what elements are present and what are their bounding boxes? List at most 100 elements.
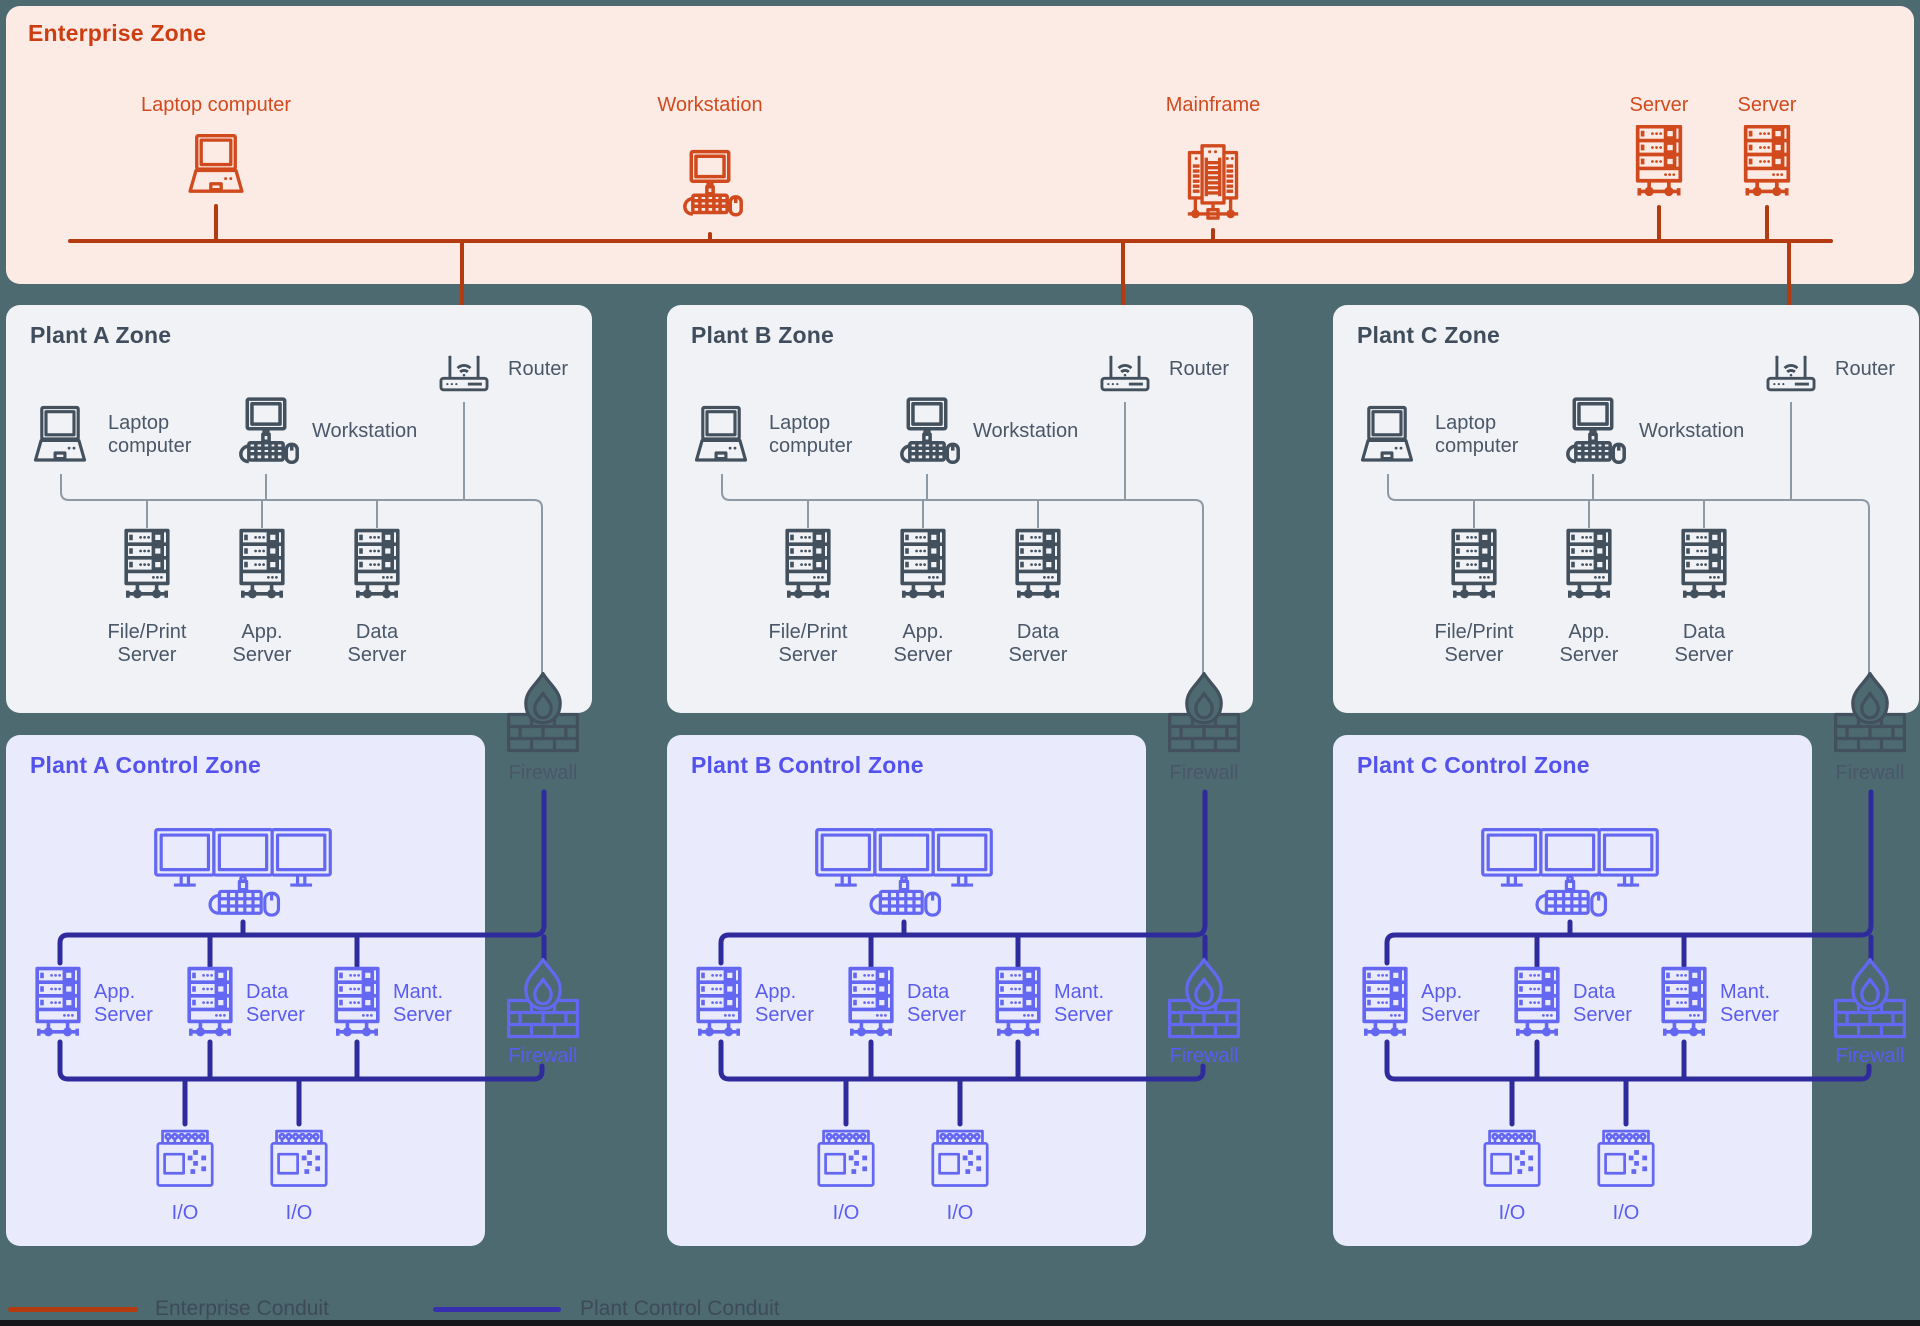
io-label: I/O bbox=[171, 1202, 199, 1224]
control-app-server-label: App. Server bbox=[755, 981, 814, 1027]
workstation-icon bbox=[227, 395, 305, 475]
io-module-icon bbox=[812, 1126, 880, 1196]
enterprise-conduit-legend-line bbox=[8, 1307, 138, 1312]
io-module-icon bbox=[1478, 1126, 1546, 1196]
router-icon bbox=[1086, 338, 1164, 402]
plant-control-zone-title: Plant A Control Zone bbox=[30, 752, 262, 778]
server-icon bbox=[1345, 966, 1425, 1048]
plant-control-zone-title: Plant B Control Zone bbox=[691, 752, 924, 778]
router-icon bbox=[1752, 338, 1830, 402]
app-server-label: App. Server bbox=[1559, 621, 1619, 667]
laptop-icon bbox=[23, 404, 97, 474]
server-icon bbox=[1664, 528, 1744, 610]
enterprise-server-label: Server bbox=[1737, 94, 1797, 116]
plant-control-conduit-legend-line bbox=[433, 1307, 561, 1312]
server-icon bbox=[883, 528, 963, 610]
router-label: Router bbox=[508, 358, 569, 380]
firewall-icon bbox=[1163, 958, 1245, 1048]
firewall-inner-label: Firewall bbox=[1835, 1045, 1905, 1067]
control-mant-server-label: Mant. Server bbox=[1054, 981, 1113, 1027]
bottom-bar bbox=[0, 1320, 1920, 1326]
file-print-server-label: File/Print Server bbox=[1434, 621, 1514, 667]
hmi-workstation-icon bbox=[143, 826, 343, 926]
control-mant-server-label: Mant. Server bbox=[1720, 981, 1779, 1027]
plant-control-conduit-legend-label: Plant Control Conduit bbox=[580, 1297, 780, 1320]
router-icon bbox=[425, 338, 503, 402]
server-icon bbox=[170, 966, 250, 1048]
plant-control-zone-title: Plant C Control Zone bbox=[1357, 752, 1590, 778]
file-print-server-label: File/Print Server bbox=[107, 621, 187, 667]
server-icon bbox=[998, 528, 1078, 610]
server-icon bbox=[978, 966, 1058, 1048]
data-server-label: Data Server bbox=[347, 621, 407, 667]
server-icon bbox=[679, 966, 759, 1048]
io-label: I/O bbox=[285, 1202, 313, 1224]
firewall-inner-label: Firewall bbox=[508, 1045, 578, 1067]
io-module-icon bbox=[151, 1126, 219, 1196]
file-print-server-label: File/Print Server bbox=[768, 621, 848, 667]
firewall-upper-label: Firewall bbox=[508, 762, 578, 784]
firewall-icon bbox=[502, 958, 584, 1048]
server-icon bbox=[831, 966, 911, 1048]
workstation-label: Workstation bbox=[1639, 420, 1745, 442]
plant-column: Plant C Zone Router Laptop computer Work… bbox=[1333, 0, 1920, 1326]
router-label: Router bbox=[1835, 358, 1896, 380]
firewall-inner-label: Firewall bbox=[1169, 1045, 1239, 1067]
enterprise-workstation-label: Workstation bbox=[657, 94, 763, 116]
plant-column: Plant B Zone Router Laptop computer Work… bbox=[667, 0, 1281, 1326]
io-module-icon bbox=[265, 1126, 333, 1196]
io-label: I/O bbox=[946, 1202, 974, 1224]
laptop-icon bbox=[1350, 404, 1424, 474]
server-icon bbox=[1434, 528, 1514, 610]
io-label: I/O bbox=[832, 1202, 860, 1224]
workstation-icon bbox=[1554, 395, 1632, 475]
workstation-label: Workstation bbox=[312, 420, 418, 442]
plant-zone-title: Plant C Zone bbox=[1357, 322, 1500, 348]
io-label: I/O bbox=[1612, 1202, 1640, 1224]
workstation-label: Workstation bbox=[973, 420, 1079, 442]
firewall-icon bbox=[1163, 672, 1245, 762]
firewall-upper-label: Firewall bbox=[1835, 762, 1905, 784]
plant-zone-title: Plant A Zone bbox=[30, 322, 172, 348]
enterprise-zone-panel bbox=[6, 6, 1914, 284]
control-data-server-label: Data Server bbox=[1573, 981, 1632, 1027]
io-label: I/O bbox=[1498, 1202, 1526, 1224]
server-icon bbox=[222, 528, 302, 610]
hmi-workstation-icon bbox=[804, 826, 1004, 926]
control-app-server-label: App. Server bbox=[1421, 981, 1480, 1027]
control-app-server-label: App. Server bbox=[94, 981, 153, 1027]
laptop-label: Laptop computer bbox=[769, 412, 853, 458]
plant-column: Plant A Zone Router Laptop computer Work… bbox=[6, 0, 620, 1326]
router-label: Router bbox=[1169, 358, 1230, 380]
app-server-label: App. Server bbox=[232, 621, 292, 667]
laptop-label: Laptop computer bbox=[108, 412, 192, 458]
data-server-label: Data Server bbox=[1008, 621, 1068, 667]
server-icon bbox=[1497, 966, 1577, 1048]
io-module-icon bbox=[926, 1126, 994, 1196]
io-module-icon bbox=[1592, 1126, 1660, 1196]
control-mant-server-label: Mant. Server bbox=[393, 981, 452, 1027]
workstation-icon bbox=[888, 395, 966, 475]
enterprise-laptop-label: Laptop computer bbox=[140, 94, 292, 116]
firewall-icon bbox=[1829, 672, 1911, 762]
enterprise-server-label: Server bbox=[1629, 94, 1689, 116]
hmi-workstation-icon bbox=[1470, 826, 1670, 926]
laptop-icon bbox=[684, 404, 758, 474]
laptop-label: Laptop computer bbox=[1435, 412, 1519, 458]
server-icon bbox=[18, 966, 98, 1048]
enterprise-mainframe-label: Mainframe bbox=[1165, 94, 1261, 116]
enterprise-conduit-legend-label: Enterprise Conduit bbox=[155, 1297, 329, 1320]
app-server-label: App. Server bbox=[893, 621, 953, 667]
server-icon bbox=[1644, 966, 1724, 1048]
server-icon bbox=[768, 528, 848, 610]
data-server-label: Data Server bbox=[1674, 621, 1734, 667]
control-data-server-label: Data Server bbox=[907, 981, 966, 1027]
server-icon bbox=[107, 528, 187, 610]
firewall-upper-label: Firewall bbox=[1169, 762, 1239, 784]
firewall-icon bbox=[502, 672, 584, 762]
enterprise-zone-title: Enterprise Zone bbox=[28, 20, 207, 46]
firewall-icon bbox=[1829, 958, 1911, 1048]
server-icon bbox=[317, 966, 397, 1048]
control-data-server-label: Data Server bbox=[246, 981, 305, 1027]
